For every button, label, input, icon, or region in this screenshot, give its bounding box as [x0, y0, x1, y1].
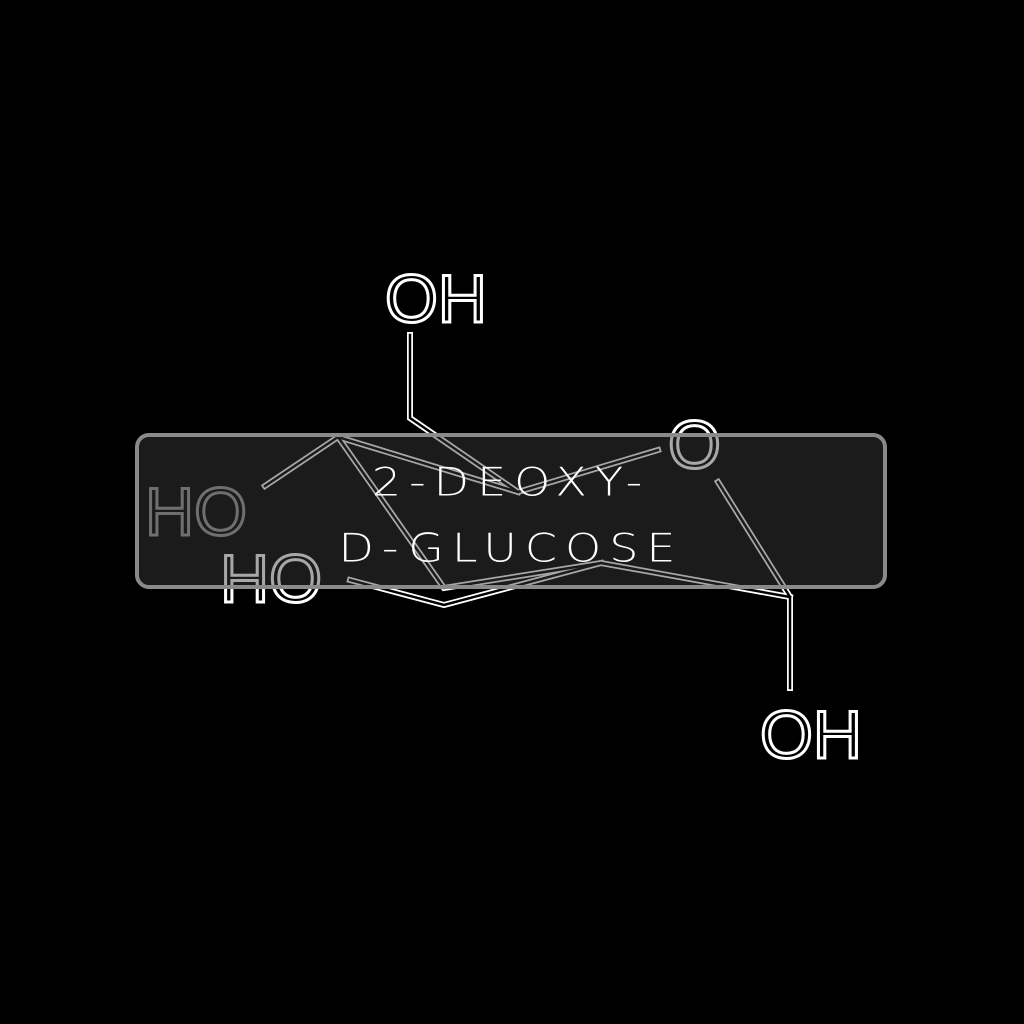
- atom-ho-left-lower: HO: [220, 541, 322, 617]
- atom-ring-oxygen: O: [668, 407, 721, 483]
- title-label-box: 2-DEOXY- D-GLUCOSE: [135, 433, 887, 589]
- title-line-2: D-GLUCOSE: [338, 525, 684, 571]
- atom-oh-bottom: OH: [760, 697, 862, 773]
- atom-oh-top: OH: [385, 261, 487, 337]
- title-line-1: 2-DEOXY-: [371, 459, 651, 505]
- atom-ho-left-upper: HO: [145, 474, 247, 550]
